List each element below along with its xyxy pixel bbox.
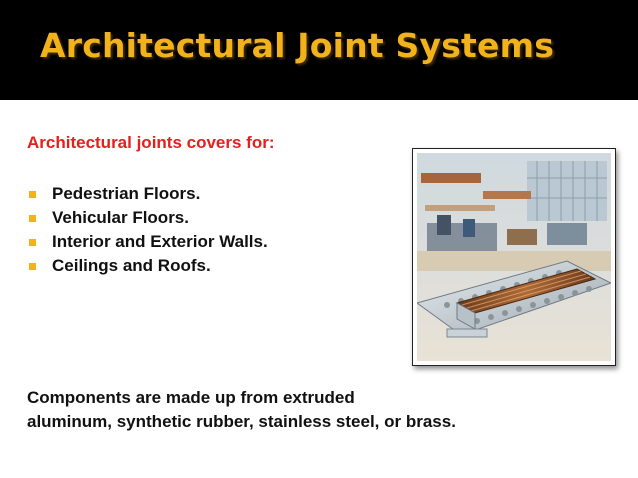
list-item: Ceilings and Roofs.: [29, 254, 268, 278]
materials-line: aluminum, synthetic rubber, stainless st…: [27, 412, 456, 431]
illustration-graphic: [417, 153, 611, 361]
slide-title: Architectural Joint Systems: [40, 26, 555, 65]
square-bullet-icon: [29, 262, 36, 270]
list-item: Pedestrian Floors.: [29, 182, 268, 206]
list-item-label: Interior and Exterior Walls.: [52, 232, 268, 251]
materials-description: Components are made up from extruded alu…: [27, 386, 456, 434]
intro-heading: Architectural joints covers for:: [27, 133, 275, 152]
title-bar: Architectural Joint Systems: [0, 0, 638, 100]
square-bullet-icon: [29, 190, 36, 198]
square-bullet-icon: [29, 214, 36, 222]
list-item: Vehicular Floors.: [29, 206, 268, 230]
list-item-label: Ceilings and Roofs.: [52, 256, 211, 275]
list-item: Interior and Exterior Walls.: [29, 230, 268, 254]
materials-line: Components are made up from extruded: [27, 388, 355, 407]
list-item-label: Vehicular Floors.: [52, 208, 189, 227]
joint-system-illustration: [412, 148, 616, 366]
list-item-label: Pedestrian Floors.: [52, 184, 201, 203]
bullet-list: Pedestrian Floors. Vehicular Floors. Int…: [29, 182, 268, 278]
square-bullet-icon: [29, 238, 36, 246]
